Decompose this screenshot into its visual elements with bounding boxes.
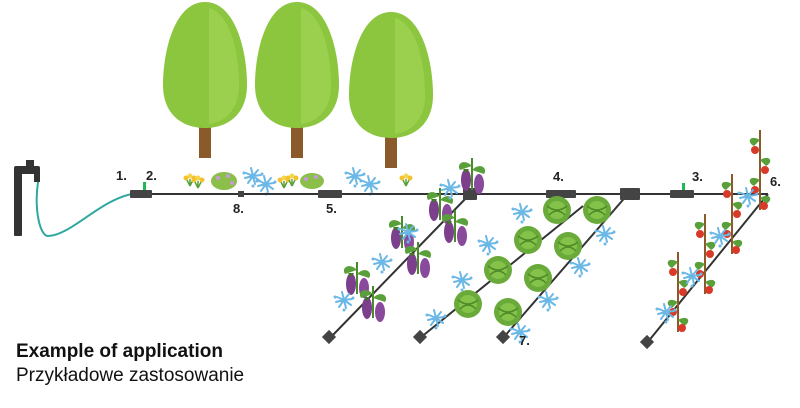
connector-icon [130, 182, 694, 200]
label-5: 5. [326, 201, 337, 216]
tree-icon [163, 2, 247, 158]
tree-icon [349, 12, 433, 168]
branch-line [646, 193, 769, 344]
label-8: 8. [233, 201, 244, 216]
cabbage-icon [453, 195, 612, 327]
shrub [211, 172, 324, 190]
caption-subtitle: Przykładowe zastosowanie [16, 365, 245, 386]
label-4: 4. [553, 169, 564, 184]
caption: Example of application Przykładowe zasto… [16, 340, 244, 388]
label-2: 2. [146, 168, 157, 183]
label-7: 7. [519, 333, 530, 348]
end-cap-icon [321, 329, 655, 350]
label-1: 1. [116, 168, 127, 183]
caption-title: Example of application [16, 341, 223, 362]
water-tap-icon [14, 160, 40, 236]
label-6: 6. [770, 174, 781, 189]
label-3: 3. [692, 169, 703, 184]
tree-icon [255, 2, 339, 158]
garden-hose [35, 181, 133, 238]
